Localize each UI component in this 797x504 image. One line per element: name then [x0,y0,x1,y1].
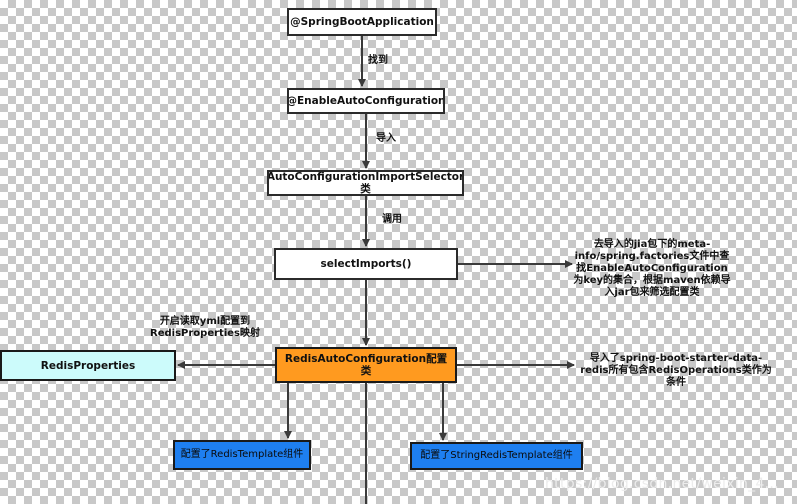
node-redis-template: 配置了RedisTemplate组件 [173,440,311,470]
node-select-imports: selectImports() [274,248,458,280]
node-auto-configuration-import-selector: AutoConfigurationImportSelector类 [267,170,464,196]
note-yml: 开启读取yml配置到RedisProperties映射 [150,316,260,339]
node-redis-auto-configuration: RedisAutoConfiguration配置类 [275,347,457,383]
node-enable-auto-configuration: @EnableAutoConfiguration [287,88,445,114]
watermark: https://blog.csdn.net/weixin_4... [545,476,779,492]
node-string-redis-template: 配置了StringRedisTemplate组件 [410,442,583,470]
note-starter: 导入了spring-boot-starter-data-redis所有包含Red… [580,353,772,388]
edge-label-call: 调用 [382,214,402,225]
note-meta-inf: 去导入的jia包下的meta-info/spring.factories文件中查… [573,239,731,298]
edge-label-find: 找到 [368,55,388,66]
node-spring-boot-application: @SpringBootApplication [287,8,437,36]
node-redis-properties: RedisProperties [0,350,176,381]
edge-label-import: 导入 [376,133,396,144]
